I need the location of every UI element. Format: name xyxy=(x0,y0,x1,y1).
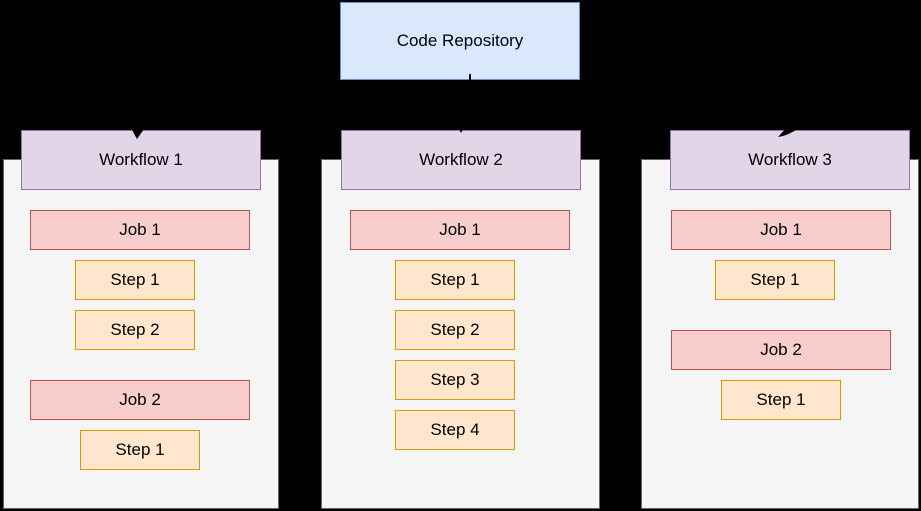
arrow-line-to-workflow-1 xyxy=(137,80,461,129)
workflow-2-job-1-step-3-label: Step 3 xyxy=(430,369,480,389)
workflow-1-label: Workflow 1 xyxy=(99,149,183,169)
workflow-1-job-1-step-1-node: Step 1 xyxy=(75,260,195,300)
workflow-2-job-1-step-4-node: Step 4 xyxy=(395,410,515,450)
workflow-3-job-1-step-1-label: Step 1 xyxy=(750,269,800,289)
workflow-3-job-2-step-1-node: Step 1 xyxy=(721,380,841,420)
workflow-1-job-1-step-1-label: Step 1 xyxy=(110,269,160,289)
workflow-2-label: Workflow 2 xyxy=(419,149,503,169)
workflow-2-job-1-step-2-node: Step 2 xyxy=(395,310,515,350)
code-repository-node: Code Repository xyxy=(340,2,580,80)
workflow-3-label: Workflow 3 xyxy=(748,149,832,169)
workflow-1-job-2-step-1-node: Step 1 xyxy=(80,430,200,470)
workflow-2-job-1-step-1-node: Step 1 xyxy=(395,260,515,300)
workflow-1-job-2-step-1-label: Step 1 xyxy=(115,439,165,459)
workflow-3-job-2-label: Job 2 xyxy=(760,339,802,359)
workflow-1-job-1-node: Job 1 xyxy=(30,210,250,250)
workflow-3-job-2-step-1-label: Step 1 xyxy=(756,389,806,409)
workflow-2-job-1-step-1-label: Step 1 xyxy=(430,269,480,289)
workflow-1-job-1-step-2-label: Step 2 xyxy=(110,319,160,339)
workflow-2-job-1-step-2-label: Step 2 xyxy=(430,319,480,339)
workflow-2-job-1-label: Job 1 xyxy=(439,219,481,239)
workflow-3-node: Workflow 3 xyxy=(670,130,910,190)
arrow-line-to-workflow-3 xyxy=(462,80,791,127)
workflow-3-job-1-step-1-node: Step 1 xyxy=(715,260,835,300)
workflow-2-job-1-node: Job 1 xyxy=(350,210,570,250)
workflow-1-job-2-node: Job 2 xyxy=(30,380,250,420)
workflow-3-job-2-node: Job 2 xyxy=(671,330,891,370)
code-repository-label: Code Repository xyxy=(396,30,524,50)
workflow-2-job-1-step-4-label: Step 4 xyxy=(430,419,480,439)
workflow-2-job-1-step-3-node: Step 3 xyxy=(395,360,515,400)
workflow-2-node: Workflow 2 xyxy=(341,130,581,190)
workflow-3-job-1-label: Job 1 xyxy=(760,219,802,239)
workflow-3-job-1-node: Job 1 xyxy=(671,210,891,250)
workflow-1-job-1-step-2-node: Step 2 xyxy=(75,310,195,350)
workflow-1-job-1-label: Job 1 xyxy=(119,219,161,239)
workflow-1-job-2-label: Job 2 xyxy=(119,389,161,409)
workflow-1-node: Workflow 1 xyxy=(21,130,261,190)
